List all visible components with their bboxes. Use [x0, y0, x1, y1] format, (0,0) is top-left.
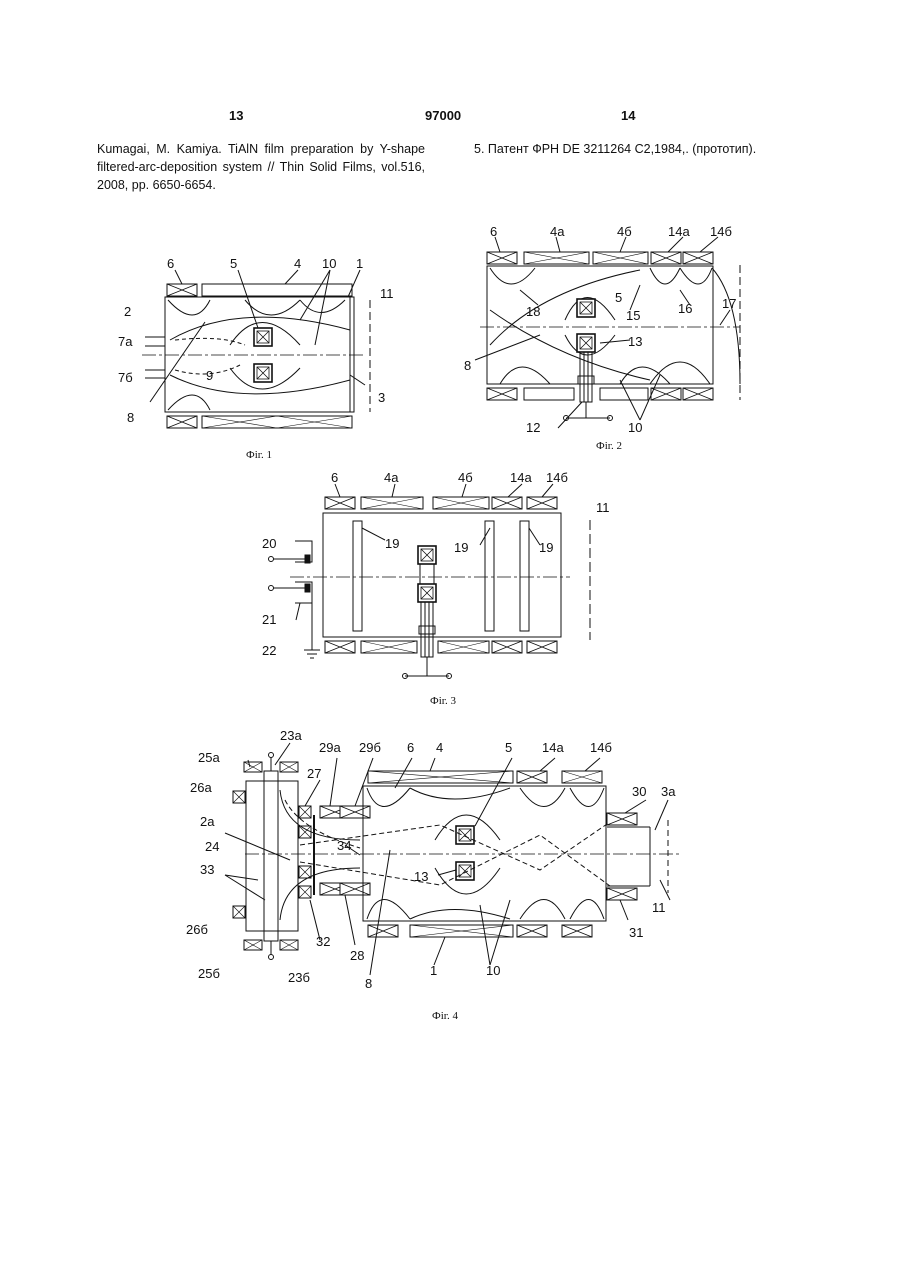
fig1-label-4: 4 [294, 256, 301, 271]
fig3-label-14a: 14а [510, 470, 532, 485]
fig2-label-8: 8 [464, 358, 471, 373]
fig1-caption: Фіг. 1 [246, 449, 272, 461]
fig1-label-10: 10 [322, 256, 336, 271]
fig2-label-5: 5 [615, 290, 622, 305]
fig4-label-26b: 26б [186, 922, 208, 937]
fig2-label-10: 10 [628, 420, 642, 435]
fig2-label-17: 17 [722, 296, 736, 311]
fig2-label-4b: 4б [617, 224, 632, 239]
fig2-caption: Фіг. 2 [596, 440, 622, 452]
fig1-label-2: 2 [124, 304, 131, 319]
fig4-label-5: 5 [505, 740, 512, 755]
figure-2 [475, 237, 740, 428]
fig4-label-28: 28 [350, 948, 364, 963]
fig4-label-25b: 25б [198, 966, 220, 981]
fig2-label-16: 16 [678, 301, 692, 316]
fig3-label-22: 22 [262, 643, 276, 658]
fig3-caption: Фіг. 3 [430, 695, 457, 707]
fig4-label-8: 8 [365, 976, 372, 991]
figure-3 [269, 484, 591, 679]
fig3-label-20: 20 [262, 536, 276, 551]
fig3-label-4a: 4а [384, 470, 399, 485]
fig4-label-34: 34 [337, 838, 351, 853]
fig4-label-11: 11 [652, 900, 666, 915]
fig1-label-9: 9 [206, 368, 213, 383]
fig2-label-4a: 4а [550, 224, 565, 239]
fig3-label-19-2: 19 [454, 540, 468, 555]
fig3-label-19-1: 19 [385, 536, 399, 551]
fig1-label-7a: 7а [118, 334, 133, 349]
fig4-label-3a: 3а [661, 784, 676, 799]
fig4-label-6: 6 [407, 740, 414, 755]
fig4-label-14b: 14б [590, 740, 612, 755]
fig3-label-19-3: 19 [539, 540, 553, 555]
fig4-label-26a: 26а [190, 780, 212, 795]
fig3-label-6: 6 [331, 470, 338, 485]
fig1-label-7b: 7б [118, 370, 133, 385]
fig4-label-30: 30 [632, 784, 646, 799]
fig4-label-31: 31 [629, 925, 643, 940]
fig2-label-12: 12 [526, 420, 540, 435]
fig2-label-15: 15 [626, 308, 640, 323]
fig3-label-21: 21 [262, 612, 276, 627]
fig4-label-1: 1 [430, 963, 437, 978]
fig2-label-13: 13 [628, 334, 642, 349]
fig3-label-4b: 4б [458, 470, 473, 485]
fig4-label-29a: 29а [319, 740, 341, 755]
fig4-label-14a: 14а [542, 740, 564, 755]
figure-4 [225, 743, 680, 975]
fig4-label-23a: 23а [280, 728, 302, 743]
fig1-label-1: 1 [356, 256, 363, 271]
fig4-label-33: 33 [200, 862, 214, 877]
fig4-label-2a: 2а [200, 814, 215, 829]
fig1-label-8: 8 [127, 410, 134, 425]
fig1-label-11: 11 [380, 286, 394, 301]
fig4-label-10: 10 [486, 963, 500, 978]
fig4-caption: Фіг. 4 [432, 1010, 459, 1022]
fig2-label-18: 18 [526, 304, 540, 319]
fig2-label-6: 6 [490, 224, 497, 239]
fig4-label-4: 4 [436, 740, 443, 755]
fig4-label-29b: 29б [359, 740, 381, 755]
fig2-label-14a: 14а [668, 224, 690, 239]
fig1-label-5: 5 [230, 256, 237, 271]
fig4-label-23b: 23б [288, 970, 310, 985]
fig1-label-3: 3 [378, 390, 385, 405]
fig4-label-27: 27 [307, 766, 321, 781]
fig1-label-6: 6 [167, 256, 174, 271]
fig4-label-24: 24 [205, 839, 219, 854]
figure-1 [142, 270, 370, 428]
fig3-label-11: 11 [596, 500, 610, 515]
fig4-label-13: 13 [414, 869, 428, 884]
fig3-label-14b: 14б [546, 470, 568, 485]
fig2-label-14b: 14б [710, 224, 732, 239]
fig4-label-25a: 25а [198, 750, 220, 765]
fig4-label-32: 32 [316, 934, 330, 949]
